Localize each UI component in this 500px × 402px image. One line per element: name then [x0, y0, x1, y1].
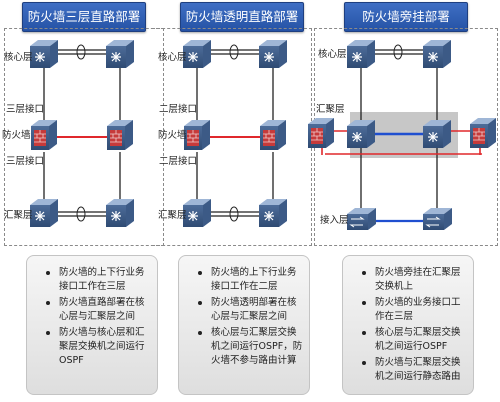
panel-1-firewall-right-icon — [106, 119, 134, 151]
panel-2-aggregation-switch-right-icon — [258, 198, 288, 228]
panel-1-l3-port-bottom-label: 三层接口 — [6, 156, 45, 167]
panel-2-l2-port-top-label: 二层接口 — [159, 104, 198, 115]
panel-1-frame — [4, 28, 164, 246]
panel-1-aggregation-switch-left-icon — [29, 198, 59, 228]
panel-3-core-switch-right-icon — [422, 39, 452, 69]
panel-3-firewall-left-icon — [307, 117, 335, 149]
panel-1-note-item: 防火墙直路部署在核心层与汇聚层之间 — [46, 296, 151, 324]
panel-1-aggregation-label: 汇聚层 — [4, 210, 33, 221]
panel-2-title: 防火墙透明直路部署 — [180, 2, 304, 32]
panel-3-title: 防火墙旁挂部署 — [344, 2, 468, 32]
panel-3-core-label: 核心层 — [318, 49, 347, 60]
panel-3-access-switch-right-icon — [423, 208, 452, 230]
panel-2-note-item: 防火墙透明部署在核心层与汇聚层之间 — [198, 296, 303, 324]
panel-3-note-item: 核心层与汇聚层交换机之间运行OSPF — [362, 326, 467, 354]
panel-2-firewall-label: 防火墙 — [158, 130, 187, 141]
panel-3-aggregation-label: 汇聚层 — [316, 104, 345, 115]
panel-3-note-item: 防火墙与汇聚层交换机之间运行静态路由 — [362, 356, 467, 384]
panel-2-aggregation-switch-left-icon — [182, 198, 212, 228]
panel-2-links — [196, 44, 274, 222]
panel-2-firewall-left-icon — [183, 119, 211, 151]
panel-2-aggregation-label: 汇聚层 — [158, 210, 187, 221]
panel-3-firewall-right-icon — [469, 117, 497, 149]
panel-1-notes: 防火墙的上下行业务接口工作在三层 防火墙直路部署在核心层与汇聚层之间 防火墙与核… — [26, 255, 158, 395]
panel-1-core-label: 核心层 — [4, 52, 33, 63]
panel-2-note-item: 核心层与汇聚层交换机之间运行OSPF，防火墙不参与路由计算 — [198, 327, 303, 366]
panel-3-note-item: 防火墙的业务接口工作在三层 — [362, 296, 467, 324]
panel-2-l2-port-bottom-label: 二层接口 — [159, 156, 198, 167]
panel-1-firewall-left-icon — [30, 119, 58, 151]
panel-2-notes: 防火墙的上下行业务接口工作在二层 防火墙透明部署在核心层与汇聚层之间 核心层与汇… — [178, 255, 310, 395]
panel-1-note-item: 防火墙的上下行业务接口工作在三层 — [46, 266, 151, 294]
panel-1-note-item: 防火墙与核心层和汇聚层交换机之间运行OSPF — [46, 326, 151, 368]
panel-1-firewall-label: 防火墙 — [2, 130, 31, 141]
panel-1-aggregation-switch-right-icon — [105, 198, 135, 228]
panel-3-core-switch-left-icon — [346, 39, 376, 69]
panel-1-core-switch-right-icon — [105, 39, 135, 69]
panel-3-aggregation-switch-right-icon — [422, 119, 452, 149]
panel-2-core-label: 核心层 — [158, 52, 187, 63]
panel-3-access-label: 接入层 — [320, 215, 349, 226]
panel-2-core-switch-right-icon — [258, 39, 288, 69]
panel-2-note-item: 防火墙的上下行业务接口工作在二层 — [198, 266, 303, 294]
panel-2-core-switch-left-icon — [182, 39, 212, 69]
panel-1-core-switch-left-icon — [29, 39, 59, 69]
panel-2-firewall-right-icon — [259, 119, 287, 151]
panel-1-links — [43, 44, 121, 222]
panel-1-title: 防火墙三层直路部署 — [22, 2, 146, 32]
panel-1-l3-port-top-label: 三层接口 — [6, 104, 45, 115]
panel-3-note-item: 防火墙旁挂在汇聚层交换机上 — [362, 266, 467, 294]
panel-3-aggregation-switch-left-icon — [346, 119, 376, 149]
panel-3-notes: 防火墙旁挂在汇聚层交换机上 防火墙的业务接口工作在三层 核心层与汇聚层交换机之间… — [342, 255, 474, 395]
panel-3-access-switch-left-icon — [347, 208, 376, 230]
